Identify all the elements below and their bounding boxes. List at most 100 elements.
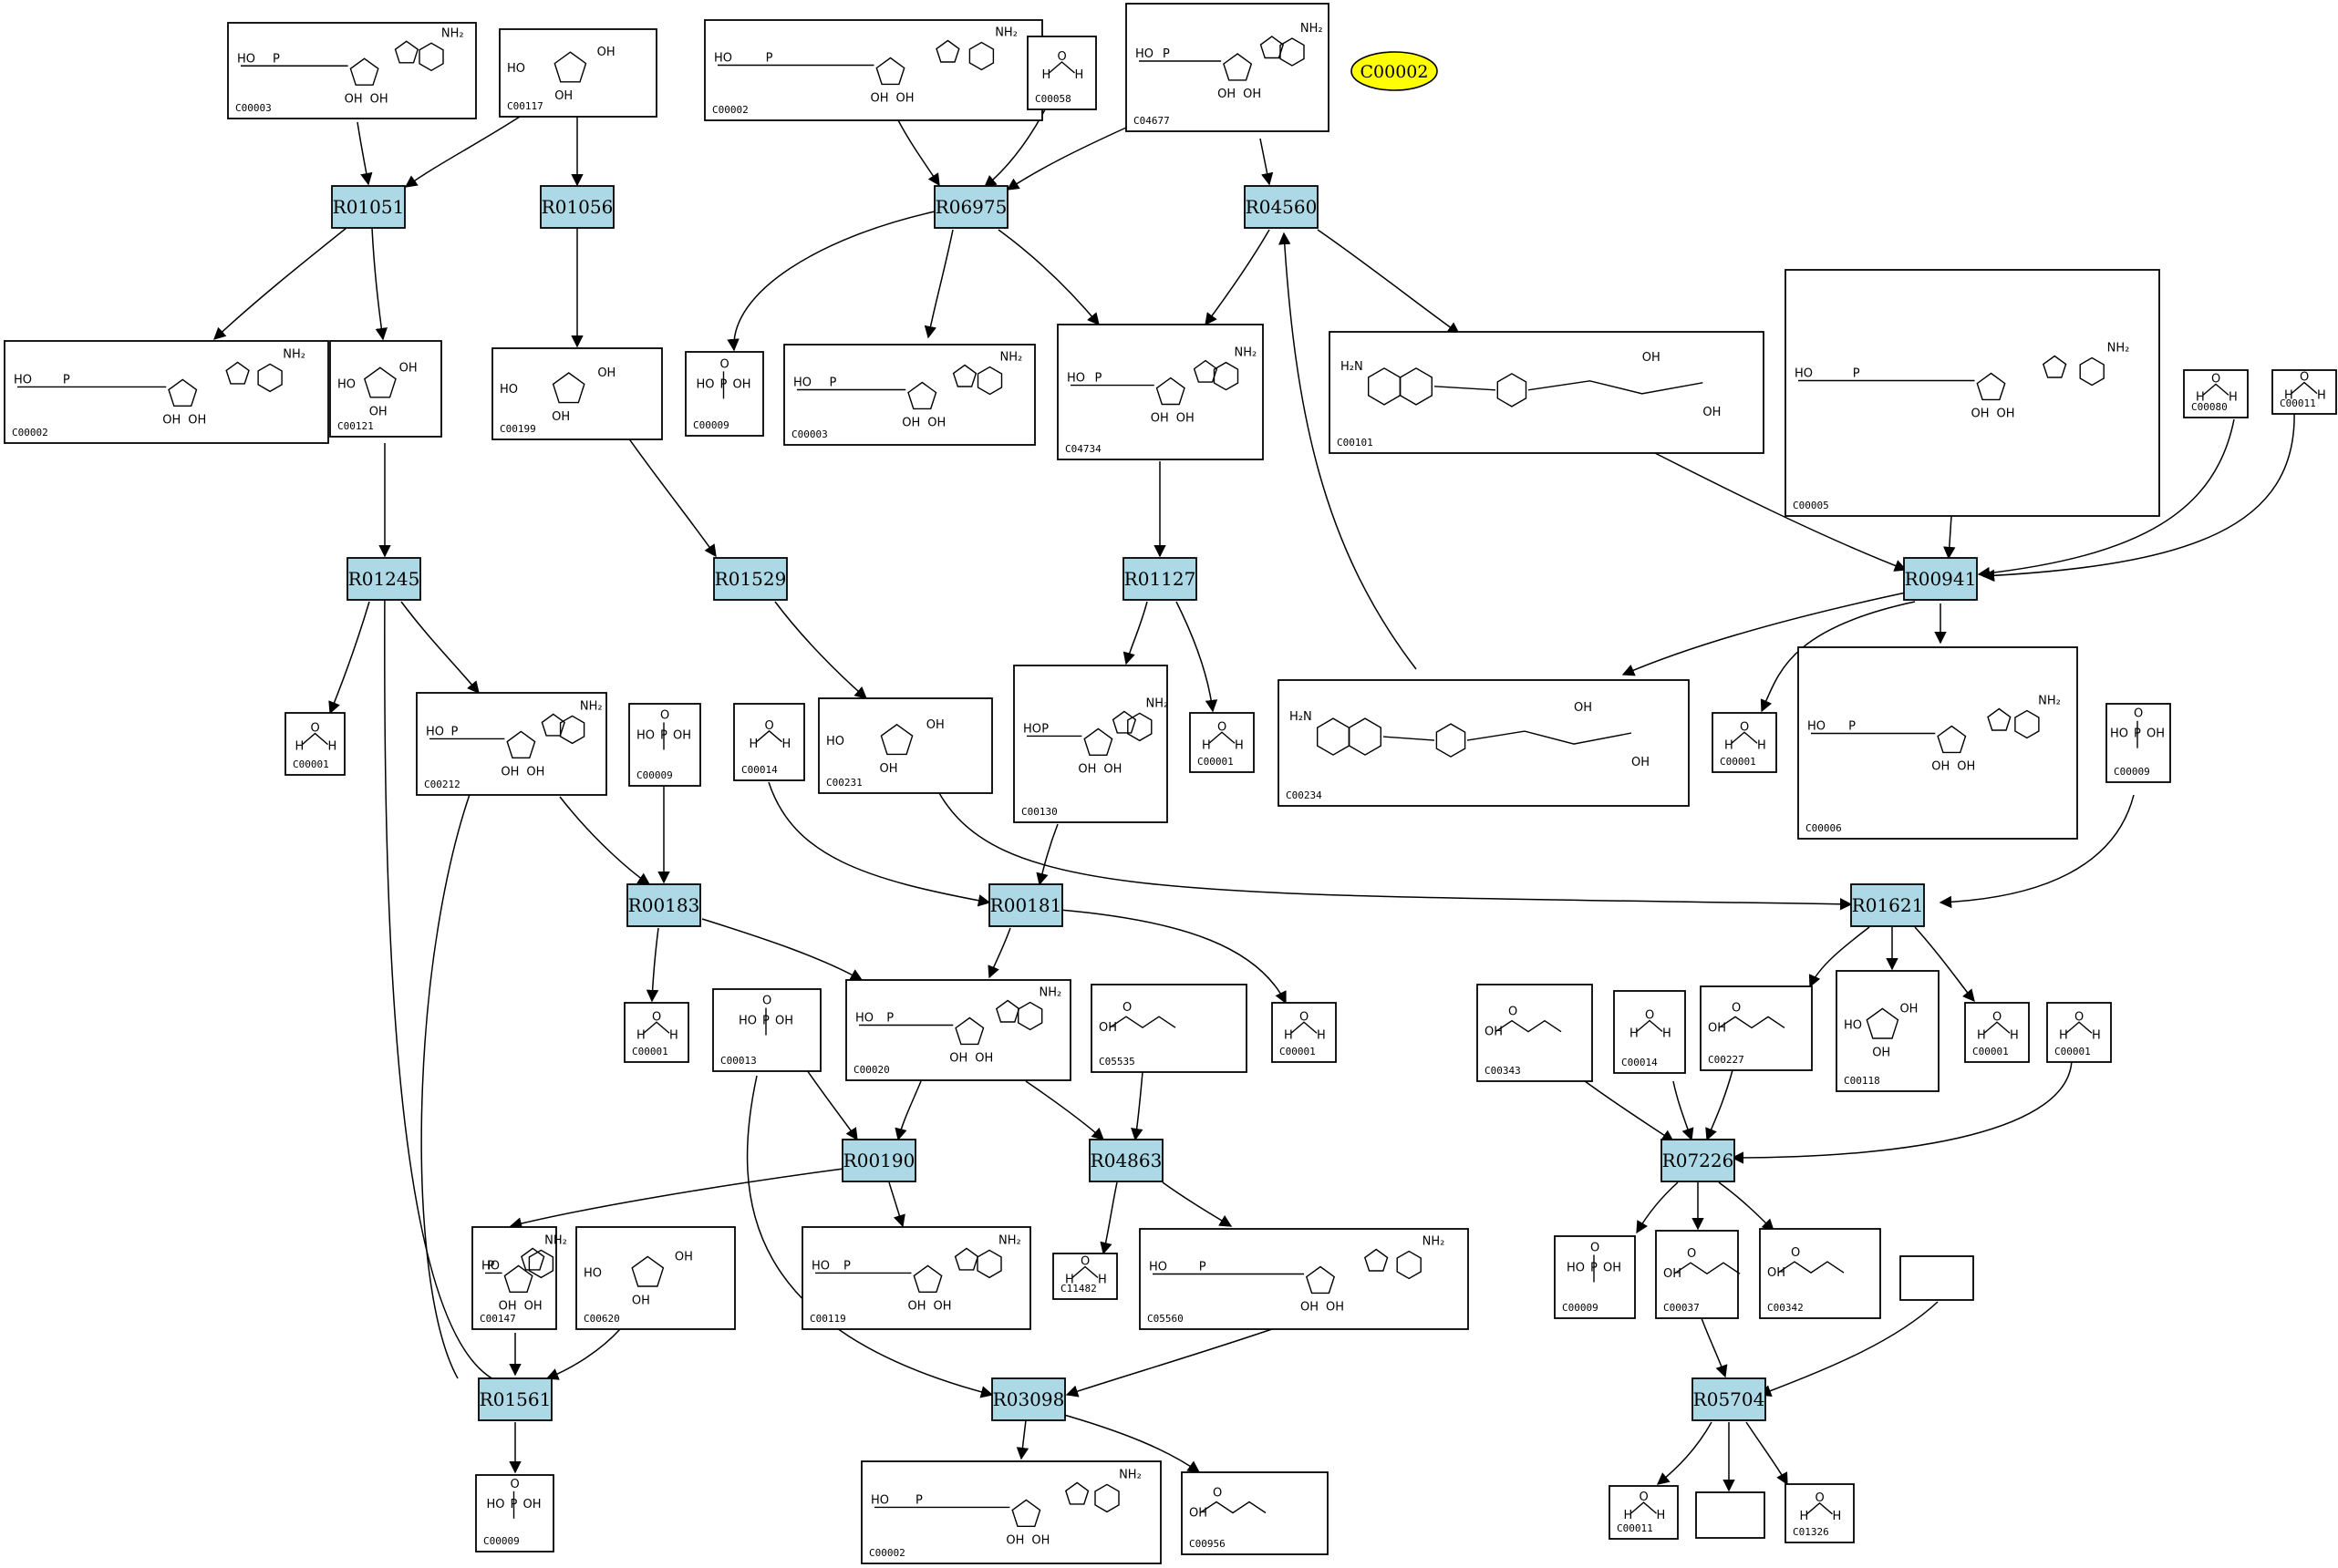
compound-node[interactable]: C00009: [685, 351, 764, 437]
compound-node[interactable]: C00121: [329, 340, 442, 438]
reaction-node[interactable]: R04560: [1244, 185, 1319, 229]
compound-node[interactable]: C00001: [2046, 1002, 2112, 1063]
compound-node[interactable]: C00020: [845, 979, 1071, 1081]
compound-node[interactable]: C01326: [1785, 1483, 1855, 1543]
reaction-node[interactable]: R01245: [347, 557, 421, 601]
compound-node[interactable]: C00130: [1013, 665, 1168, 823]
reaction-label: R03098: [993, 1388, 1065, 1410]
reaction-node[interactable]: R01051: [331, 185, 406, 229]
reaction-node[interactable]: R01561: [478, 1377, 553, 1421]
compound-id: C00342: [1767, 1302, 1804, 1314]
compound-node[interactable]: C00956: [1181, 1471, 1329, 1555]
compound-node[interactable]: C00001: [1271, 1002, 1337, 1063]
compound-node[interactable]: C00006: [1797, 646, 2078, 840]
compound-id: C00037: [1663, 1302, 1700, 1314]
compound-node[interactable]: C00011: [2271, 369, 2337, 415]
compound-node[interactable]: C00002: [861, 1460, 1162, 1564]
reaction-node[interactable]: R00181: [988, 883, 1063, 927]
structure-sketch: HOH: [1724, 720, 1766, 752]
compound-node[interactable]: C00009: [475, 1474, 554, 1553]
compound-box: [1057, 324, 1264, 460]
compound-node[interactable]: C05535: [1091, 984, 1247, 1073]
reaction-box: [1244, 185, 1319, 229]
reaction-label: R04560: [1246, 196, 1318, 218]
compound-node[interactable]: [1695, 1491, 1765, 1539]
compound-node[interactable]: C00014: [733, 703, 805, 781]
compound-node[interactable]: C00011: [1609, 1485, 1679, 1540]
compound-node[interactable]: C00234: [1278, 679, 1690, 807]
compound-node[interactable]: C05560: [1139, 1228, 1469, 1330]
compound-node[interactable]: C00118: [1836, 970, 1940, 1092]
compound-node[interactable]: C00117: [499, 28, 657, 118]
compound-node[interactable]: C00212: [416, 692, 607, 796]
atom-label: P: [2134, 727, 2141, 741]
atom-label: NH₂: [1145, 696, 1168, 710]
ring-hexagon: [1396, 1250, 1422, 1280]
reaction-label: R00941: [1905, 568, 1977, 590]
compound-node[interactable]: C00014: [1613, 990, 1686, 1074]
reaction-node[interactable]: R04863: [1089, 1139, 1164, 1182]
compound-node[interactable]: C00009: [628, 703, 701, 787]
compound-node[interactable]: C11482: [1052, 1253, 1118, 1300]
reaction-node[interactable]: R01529: [713, 557, 788, 601]
compound-node[interactable]: C00101: [1329, 331, 1764, 454]
compound-node[interactable]: C00003: [227, 22, 477, 119]
atom-label: OH: [949, 1052, 967, 1066]
compound-id: C00001: [2054, 1046, 2091, 1057]
compound-node[interactable]: C00013: [712, 988, 822, 1072]
compound-node[interactable]: C00002: [4, 340, 329, 444]
compound-node[interactable]: C00001: [284, 712, 346, 776]
compound-node[interactable]: C00227: [1700, 985, 1813, 1071]
compound-node[interactable]: C00147: [471, 1226, 557, 1330]
compound-node[interactable]: C04677: [1125, 3, 1329, 132]
compound-id: C00001: [1720, 756, 1756, 768]
compound-node[interactable]: C00231: [818, 697, 993, 794]
reaction-label: R00181: [990, 894, 1062, 916]
highlight-node[interactable]: C00002: [1350, 51, 1438, 91]
compound-node[interactable]: C00343: [1476, 984, 1593, 1082]
atom-label: OH: [597, 46, 616, 59]
reaction-node[interactable]: R01127: [1122, 557, 1197, 601]
reaction-node[interactable]: R03098: [991, 1377, 1066, 1421]
compound-node[interactable]: C00119: [802, 1226, 1031, 1330]
compound-node[interactable]: C00001: [1189, 712, 1255, 773]
reaction-node[interactable]: R06975: [934, 185, 1009, 229]
compound-box: [1013, 665, 1168, 823]
compound-node[interactable]: C00058: [1027, 36, 1097, 110]
compound-node[interactable]: C04734: [1057, 324, 1264, 460]
reaction-node[interactable]: R01056: [540, 185, 615, 229]
compound-id: C00234: [1286, 789, 1322, 801]
compound-node[interactable]: C00199: [491, 347, 663, 440]
compound-node[interactable]: C00009: [2105, 703, 2171, 783]
atom-label: HO: [1023, 722, 1041, 736]
reaction-node[interactable]: R00183: [626, 883, 701, 927]
atom-label: O: [2211, 372, 2220, 386]
atom-label: NH₂: [998, 1233, 1021, 1247]
atom-label: O: [1081, 1255, 1090, 1269]
compound-node[interactable]: C00620: [575, 1226, 736, 1330]
ring-pentagon: [875, 57, 905, 86]
reaction-node[interactable]: R00190: [842, 1139, 916, 1182]
compound-node[interactable]: [1899, 1255, 1974, 1301]
ring-hexagon: [977, 366, 1003, 396]
atom-label: O: [762, 995, 771, 1008]
compound-node[interactable]: C00009: [1554, 1235, 1636, 1319]
reaction-node[interactable]: R01621: [1850, 883, 1925, 927]
atom-label: P: [830, 377, 837, 390]
compound-node[interactable]: C00001: [1712, 712, 1777, 773]
compound-node[interactable]: C00037: [1655, 1230, 1739, 1319]
structure-sketch: HOH: [295, 722, 337, 754]
compound-node[interactable]: C00001: [624, 1002, 689, 1063]
ring-pentagon: [1155, 377, 1185, 406]
reaction-node[interactable]: R07226: [1660, 1139, 1735, 1182]
reaction-node[interactable]: R05704: [1691, 1377, 1766, 1421]
reaction-node[interactable]: R00941: [1903, 557, 1978, 601]
compound-node[interactable]: C00342: [1759, 1228, 1881, 1319]
ring-pentagon: [1193, 359, 1218, 383]
compound-node[interactable]: C00002: [704, 19, 1043, 121]
compound-node[interactable]: C00001: [1964, 1002, 2030, 1063]
compound-node[interactable]: C00005: [1785, 269, 2160, 517]
compound-node[interactable]: C00080: [2183, 369, 2249, 418]
